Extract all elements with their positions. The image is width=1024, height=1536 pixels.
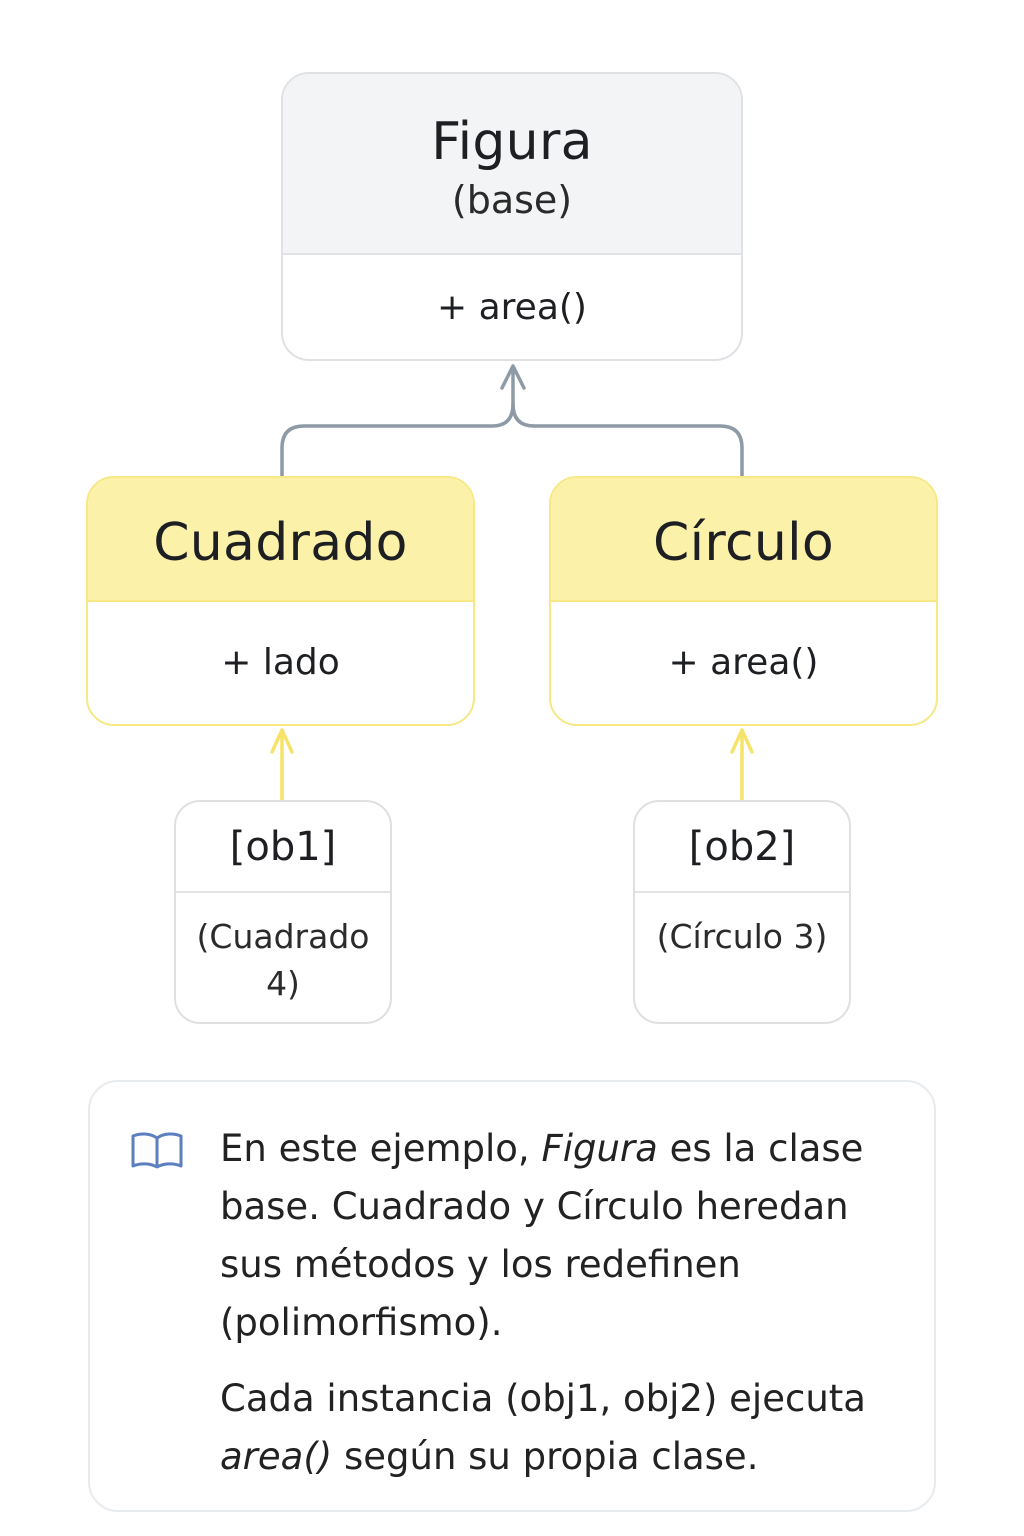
class-figura-header: Figura (base) (283, 74, 741, 255)
class-cuadrado-header: Cuadrado (88, 478, 473, 602)
instance-obj1-desc: (Cuadrado 4) (196, 917, 370, 1003)
explanation-note: En este ejemplo, Figura es la clase base… (88, 1080, 936, 1512)
class-circulo-method: + area() (668, 641, 819, 683)
note-p2-text: Cada instancia (obj1, obj2) ejecuta (220, 1377, 866, 1420)
class-figura-method: + area() (437, 286, 587, 328)
note-p2-text-end: según su propia clase. (332, 1435, 759, 1478)
class-cuadrado-members: + lado (88, 602, 473, 722)
class-circulo: Círculo + area() (549, 476, 938, 726)
class-figura-stereotype: (base) (451, 177, 573, 222)
inheritance-line-circulo (511, 402, 744, 478)
instance-obj2-name: [ob2] (688, 823, 796, 870)
instance-obj1: [ob1] (Cuadrado 4) (174, 800, 392, 1024)
note-p1-text: En este ejemplo, (220, 1127, 542, 1170)
instance-obj1-body: (Cuadrado 4) (176, 893, 390, 1022)
class-figura-name: Figura (431, 111, 593, 172)
note-paragraph-2: Cada instancia (obj1, obj2) ejecuta area… (220, 1370, 910, 1486)
instance-obj2-desc: (Círculo 3) (656, 917, 828, 956)
instance-obj2: [ob2] (Círculo 3) (633, 800, 851, 1024)
inheritance-line-cuadrado (280, 366, 515, 478)
class-circulo-name: Círculo (653, 513, 834, 573)
class-cuadrado-attribute: + lado (221, 641, 340, 683)
book-icon (131, 1132, 183, 1169)
instance-obj2-header: [ob2] (635, 802, 849, 893)
instance-arrowhead-obj1 (270, 728, 294, 754)
instance-obj1-header: [ob1] (176, 802, 390, 893)
note-p1-text-end: es la clase base. Cuadrado y Círculo her… (220, 1127, 864, 1344)
note-p1-emphasis: Figura (541, 1127, 658, 1170)
note-text: En este ejemplo, Figura es la clase base… (220, 1120, 910, 1486)
class-circulo-header: Círculo (551, 478, 936, 602)
class-circulo-members: + area() (551, 602, 936, 722)
instance-obj1-name: [ob1] (229, 823, 337, 870)
instance-obj2-body: (Círculo 3) (635, 893, 849, 1022)
class-cuadrado: Cuadrado + lado (86, 476, 475, 726)
class-cuadrado-name: Cuadrado (153, 513, 408, 573)
class-figura-members: + area() (283, 255, 741, 359)
inheritance-arrowhead (500, 364, 526, 390)
note-paragraph-1: En este ejemplo, Figura es la clase base… (220, 1120, 910, 1352)
class-figura: Figura (base) + area() (281, 72, 743, 361)
note-p2-emphasis: area() (220, 1435, 333, 1478)
instance-arrowhead-obj2 (730, 728, 754, 754)
